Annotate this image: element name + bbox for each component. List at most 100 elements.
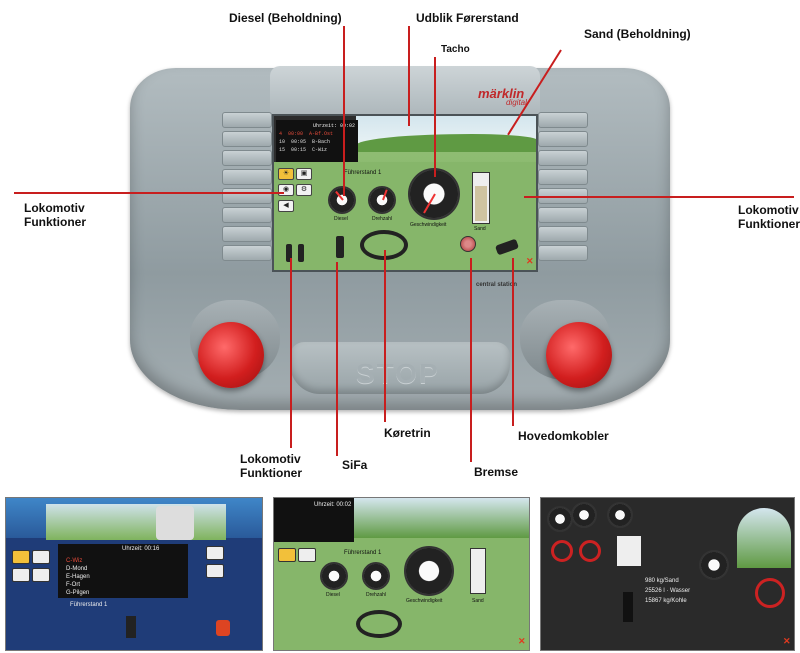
thumb1-lever[interactable] <box>126 616 136 638</box>
leader-loco-right <box>524 196 794 198</box>
thumb2-btn-2[interactable] <box>298 548 316 562</box>
thumb1-emergency-button[interactable] <box>216 620 230 636</box>
callout-hovedomkobler: Hovedomkobler <box>518 429 609 443</box>
sifa-lever[interactable] <box>336 236 344 258</box>
thumb3-coal: 15867 kg/Kohle <box>645 598 687 604</box>
thumb3-close-icon[interactable]: ✕ <box>783 636 791 646</box>
thumb3-notepad <box>617 536 641 566</box>
left-key-7[interactable] <box>222 226 272 242</box>
right-speed-knob[interactable] <box>546 322 612 388</box>
thumb3-gauge-3 <box>607 502 633 528</box>
thumb2-close-icon[interactable]: ✕ <box>518 636 526 646</box>
thumb2-diesel-gauge <box>320 562 348 590</box>
thumb1-btn-2[interactable] <box>32 550 50 564</box>
leader-bremse <box>470 258 472 462</box>
right-key-1[interactable] <box>538 112 588 128</box>
coupler-button[interactable]: ⚙ <box>296 184 312 196</box>
callout-diesel: Diesel (Beholdning) <box>229 11 342 25</box>
right-key-2[interactable] <box>538 131 588 147</box>
thumb2-throttle[interactable] <box>356 610 402 638</box>
thumb1-btn-4[interactable] <box>32 568 50 582</box>
thumb1-stand: Führerstand 1 <box>70 602 108 608</box>
right-key-7[interactable] <box>538 226 588 242</box>
left-key-1[interactable] <box>222 112 272 128</box>
leader-sifa <box>336 262 338 456</box>
stop-button[interactable] <box>290 342 510 394</box>
leader-koretrin <box>384 250 386 422</box>
thumb3-lever[interactable] <box>623 592 633 622</box>
horn-button[interactable]: ◀ <box>278 200 294 212</box>
rpm-gauge <box>368 186 396 214</box>
sound-button[interactable]: ◉ <box>278 184 294 196</box>
sand-meter-label: Sand <box>474 226 486 232</box>
right-key-3[interactable] <box>538 150 588 166</box>
thumb2-sand-meter <box>470 548 486 594</box>
thumb2-clock: Uhrzeit: 00:02 <box>314 502 352 508</box>
thumb3-valve-wheel-2[interactable] <box>579 540 601 562</box>
callout-loco-right-2: Funktioner <box>738 217 800 231</box>
diesel-gauge <box>328 186 356 214</box>
callout-bremse: Bremse <box>474 465 519 479</box>
clock-text: Uhrzeit: 00:02 <box>312 123 355 129</box>
callout-loco-left-1: Lokomotiv <box>24 201 85 215</box>
right-key-8[interactable] <box>538 245 588 261</box>
thumb2-stand: Führerstand 1 <box>344 550 382 556</box>
leader-hovedomkobler <box>512 258 514 426</box>
cab-stand-label: Führerstand 1 <box>344 170 382 176</box>
leader-loco-left <box>14 192 284 194</box>
rpm-gauge-label: Drehzahl <box>372 216 393 222</box>
leader-diesel <box>343 26 345 196</box>
thumbnail-blue-cab: Uhrzeit: 00:16 C-Wiz D-Mond E-Hagen F-Or… <box>5 497 263 651</box>
leader-tacho <box>434 57 436 177</box>
left-key-5[interactable] <box>222 188 272 204</box>
brake-knob[interactable] <box>460 236 476 252</box>
left-key-6[interactable] <box>222 207 272 223</box>
tacho-gauge-label: Geschwindigkeit <box>410 222 447 228</box>
close-icon[interactable]: ✕ <box>526 256 534 266</box>
lever-left-2[interactable] <box>298 244 304 262</box>
thumb1-btn-5[interactable] <box>206 546 224 560</box>
right-key-6[interactable] <box>538 207 588 223</box>
callout-loco-bottom-2: Funktioner <box>240 466 302 480</box>
thumb2-tacho <box>404 546 454 596</box>
callout-view: Udblik Førerstand <box>416 11 519 25</box>
leader-loco-bottom <box>290 258 292 448</box>
central-station-label: central station <box>476 282 518 288</box>
left-speed-knob[interactable] <box>198 322 264 388</box>
cab-light-button[interactable]: ▣ <box>296 168 312 180</box>
callout-tacho: Tacho <box>441 44 470 55</box>
maerklin-logo: märklin <box>478 86 525 101</box>
callout-sifa: SiFa <box>342 458 368 472</box>
callout-koretrin: Køretrin <box>384 426 431 440</box>
right-key-4[interactable] <box>538 169 588 185</box>
left-key-8[interactable] <box>222 245 272 261</box>
left-key-4[interactable] <box>222 169 272 185</box>
maerklin-logo-sub: digital <box>506 98 527 107</box>
thumb3-valve-wheel-1[interactable] <box>551 540 573 562</box>
thumbnail-green-cab: Uhrzeit: 00:02 Führerstand 1 Diesel Dreh… <box>273 497 530 651</box>
thumb1-clock: Uhrzeit: 00:16 <box>122 546 160 552</box>
control-area <box>274 162 536 270</box>
callout-loco-bottom-1: Lokomotiv <box>240 452 301 466</box>
thumbnail-steam-cab: 980 kg/Sand 25526 l · Wasser 15867 kg/Ko… <box>540 497 795 651</box>
controller-top-cover <box>270 66 540 114</box>
thumb3-gauge-1 <box>547 506 573 532</box>
lever-left-1[interactable] <box>286 244 292 262</box>
left-function-keys <box>222 112 272 282</box>
thumb3-water: 25526 l · Wasser <box>645 588 691 594</box>
thumb3-sand: 980 kg/Sand <box>645 578 679 584</box>
thumb1-light-button[interactable] <box>12 550 30 564</box>
thumb1-btn-3[interactable] <box>12 568 30 582</box>
callout-loco-left-2: Funktioner <box>24 215 86 229</box>
left-key-2[interactable] <box>222 131 272 147</box>
left-key-3[interactable] <box>222 150 272 166</box>
callout-loco-right-1: Lokomotiv <box>738 203 799 217</box>
thumb1-btn-6[interactable] <box>206 564 224 578</box>
thumb3-valve-wheel-3[interactable] <box>755 578 785 608</box>
thumb3-window <box>737 508 791 568</box>
thumb2-light-button[interactable] <box>278 548 296 562</box>
light-button[interactable]: ☀ <box>278 168 294 180</box>
callout-sand: Sand (Beholdning) <box>584 27 691 41</box>
